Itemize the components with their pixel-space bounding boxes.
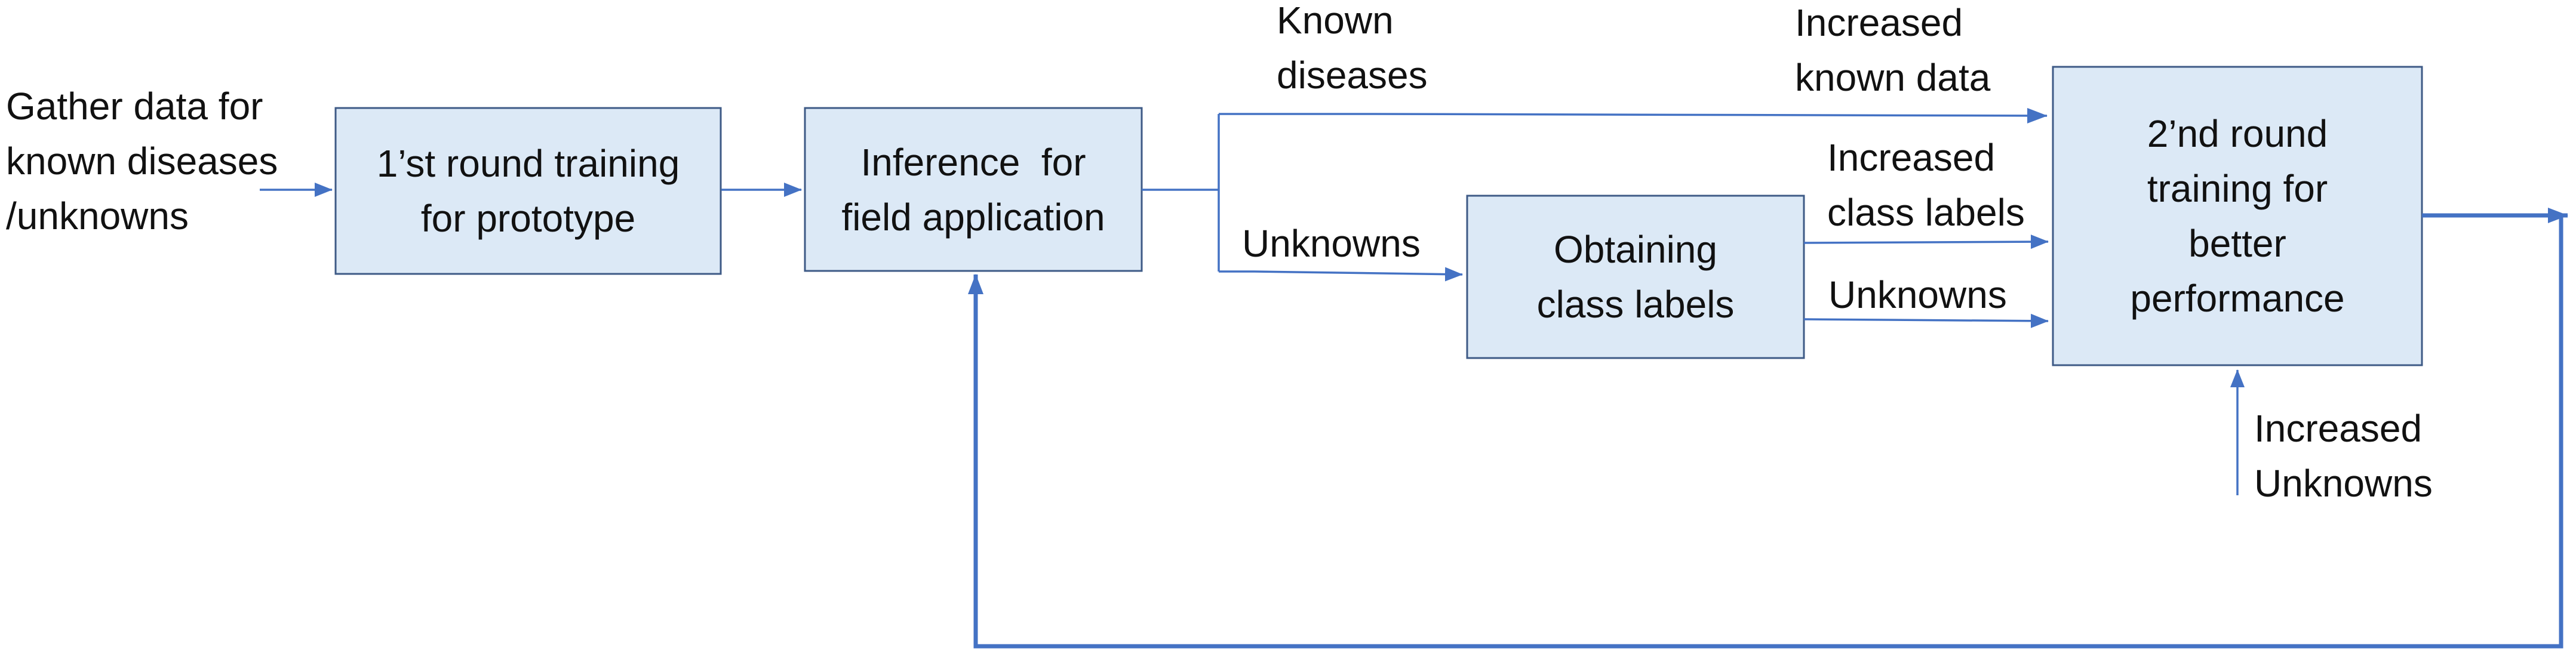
label-increased-class-labels: Increased class labels (1827, 130, 2025, 240)
obtaining-line-2: class labels (1536, 283, 1735, 326)
second-round-line-1: 2’nd round (2147, 112, 2328, 155)
inference-text: Inference for field application (805, 108, 1142, 271)
input-line-2: known diseases (6, 140, 278, 183)
increased-class-labels-line-1: Increased (1827, 136, 1996, 179)
inference-line-1: Inference for (860, 140, 1086, 184)
obtaining-text: Obtaining class labels (1467, 196, 1804, 358)
first-round-text: 1’st round training for prototype (336, 108, 721, 274)
box-second-round-training (2052, 66, 2423, 366)
box-first-round-training (334, 107, 722, 275)
arrow-unknowns-to-second-round (1803, 313, 2049, 328)
first-round-line-1: 1’st round training (376, 142, 680, 185)
label-unknowns-branch: Unknowns (1242, 222, 1421, 265)
input-line-1: Gather data for (6, 85, 263, 128)
known-diseases-line-2: diseases (1277, 54, 1428, 97)
label-unknowns-out: Unknowns (1828, 273, 2007, 316)
box-inference-field-application (804, 107, 1143, 272)
second-round-line-2: training for (2147, 167, 2328, 210)
first-round-line-2: for prototype (420, 197, 636, 240)
arrow-unknowns-to-obtaining (1219, 267, 1463, 282)
box-obtaining-class-labels (1466, 195, 1805, 359)
arrow-known-diseases (1219, 107, 2048, 124)
input-label: Gather data for known diseases /unknowns (6, 79, 278, 243)
obtaining-line-1: Obtaining (1554, 228, 1717, 271)
increased-unknowns-line-1: Increased (2254, 407, 2423, 450)
known-diseases-line-1: Known (1277, 0, 1394, 42)
label-known-diseases: Known diseases (1277, 0, 1428, 103)
label-increased-unknowns: Increased Unknowns (2254, 401, 2433, 511)
second-round-line-3: better (2188, 222, 2286, 265)
input-line-3: /unknowns (6, 195, 189, 237)
arrow-feedback-loop (968, 215, 2563, 649)
increased-class-labels-line-2: class labels (1827, 191, 2025, 234)
increased-unknowns-line-2: Unknowns (2254, 462, 2433, 505)
increased-known-data-line-2: known data (1795, 56, 1991, 99)
arrow-increased-class-labels (1803, 235, 2049, 249)
second-round-line-4: performance (2130, 277, 2345, 320)
inference-line-2: field application (841, 195, 1105, 239)
second-round-text: 2’nd round training for better performan… (2053, 67, 2422, 365)
label-increased-known-data: Increased known data (1795, 0, 1990, 105)
increased-known-data-line-1: Increased (1795, 1, 1963, 44)
